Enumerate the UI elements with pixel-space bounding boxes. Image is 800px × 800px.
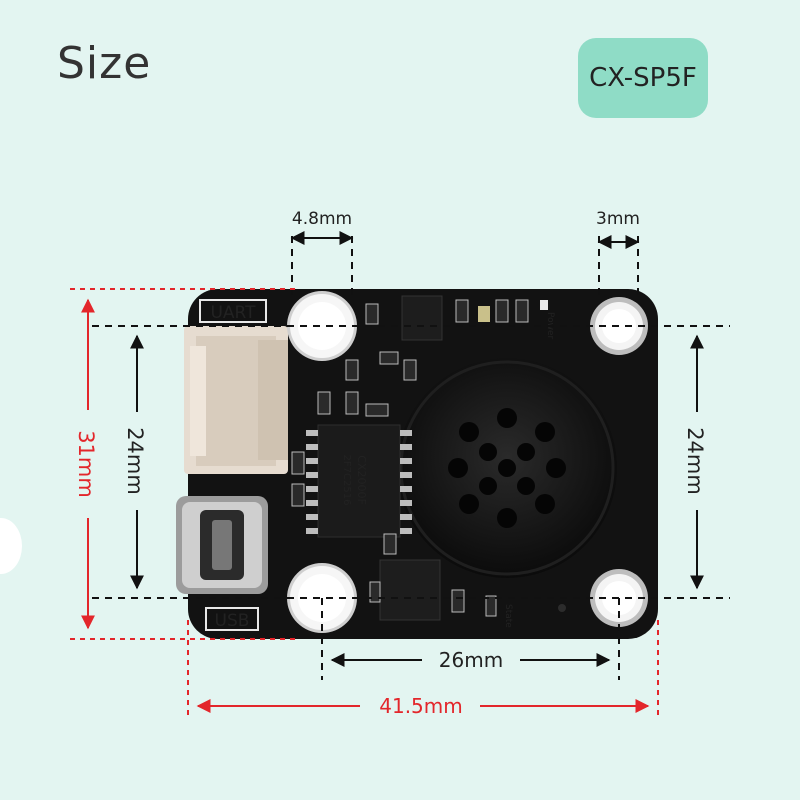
label-board-width: 41.5mm	[379, 694, 463, 718]
label-hole-diameter: 4.8mm	[292, 209, 352, 229]
smd-components	[291, 295, 566, 621]
dimension-hole-diameter: 4.8mm	[290, 209, 354, 245]
chip-label-bottom: 2F7C2516	[341, 455, 352, 506]
label-edge-margin: 3mm	[596, 209, 640, 229]
silkscreen-usb-box: USB	[205, 607, 259, 631]
decorative-shape	[0, 518, 22, 574]
silkscreen-uart-label: UART	[210, 303, 256, 323]
label-hole-horizontal: 26mm	[439, 648, 503, 672]
usb-c-port	[176, 496, 268, 594]
label-hole-vertical-right: 24mm	[683, 427, 707, 495]
dimension-edge-margin: 3mm	[596, 209, 640, 249]
red-guide-lines	[70, 288, 659, 720]
mounting-hole-top-left	[287, 291, 357, 361]
silkscreen-state-label: State	[503, 604, 513, 628]
guide-lines	[92, 236, 730, 680]
pcb-board: CX2000F 2F7C2516	[176, 289, 658, 639]
dimension-board-width: 41.5mm	[196, 694, 650, 718]
silkscreen-usb-label: USB	[215, 611, 250, 631]
silkscreen-uart-box: UART	[199, 299, 267, 323]
dimension-hole-vertical-right: 24mm	[683, 334, 707, 590]
uart-connector	[184, 326, 288, 474]
label-board-height: 31mm	[74, 430, 98, 498]
dimension-hole-vertical-left: 24mm	[123, 334, 147, 590]
dimension-hole-horizontal: 26mm	[330, 648, 611, 672]
main-chip: CX2000F 2F7C2516	[306, 424, 412, 538]
dimension-board-height: 31mm	[74, 298, 98, 630]
speaker	[397, 358, 617, 578]
page-title: Size	[57, 38, 152, 89]
chip-label-top: CX2000F	[355, 455, 368, 505]
model-badge: CX-SP5F	[578, 38, 708, 118]
label-hole-vertical-left: 24mm	[123, 427, 147, 495]
